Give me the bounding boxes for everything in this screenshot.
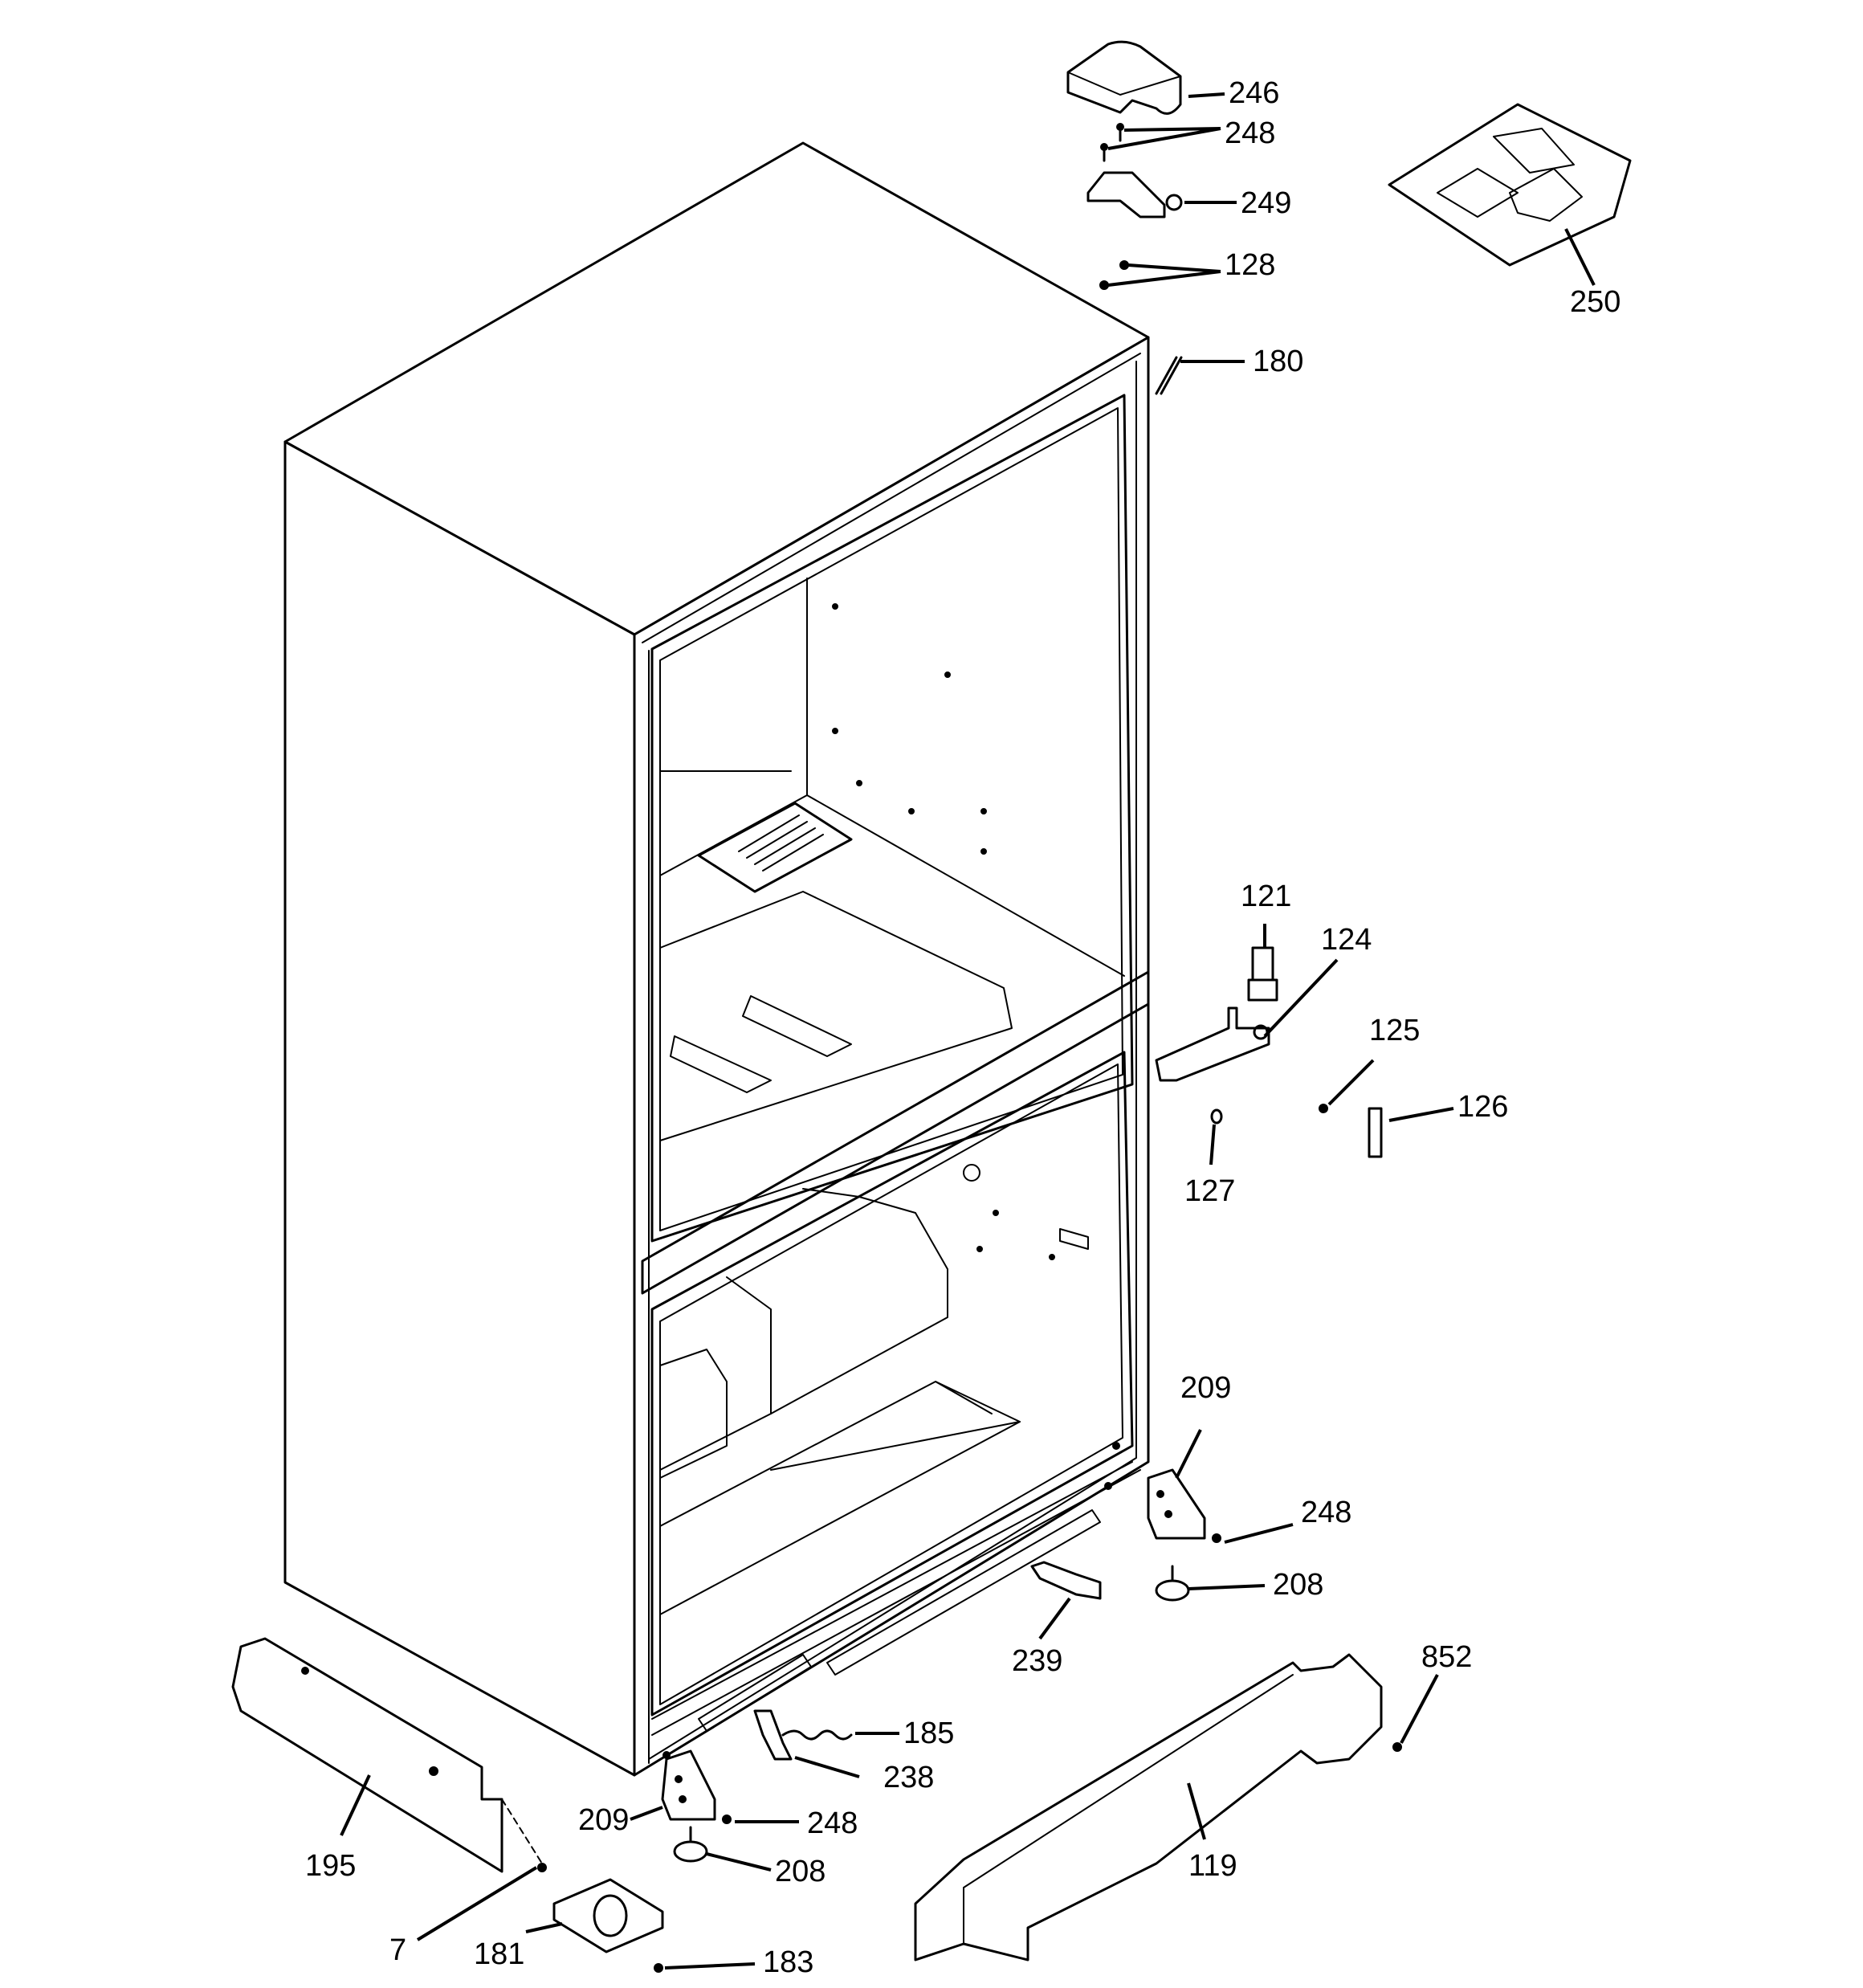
callout-185: 185 — [903, 1717, 954, 1750]
part-screw-248-right — [1212, 1533, 1221, 1543]
callout-239: 239 — [1012, 1644, 1062, 1678]
part-top-hinge-cover — [1066, 40, 1182, 115]
callout-128: 128 — [1225, 248, 1275, 282]
callout-209-right: 209 — [1180, 1371, 1231, 1405]
part-screw-183 — [654, 1963, 663, 1973]
part-hinge-bracket-right — [1147, 1468, 1206, 1540]
part-leveling-leg-left — [673, 1826, 708, 1863]
part-hinge-kit-bag — [1388, 103, 1632, 267]
callout-238: 238 — [883, 1761, 934, 1794]
callout-labels: 246 248 249 128 250 180 121 124 125 126 … — [305, 76, 1620, 1979]
part-screw-125 — [1319, 1104, 1328, 1113]
callout-121: 121 — [1241, 880, 1291, 913]
callout-124: 124 — [1321, 923, 1372, 957]
part-washer-127 — [1210, 1108, 1223, 1125]
part-base-grille — [914, 1653, 1383, 1961]
callout-248-left: 248 — [807, 1806, 858, 1840]
part-roller-181 — [552, 1878, 664, 1953]
callout-208-right: 208 — [1273, 1568, 1323, 1602]
leader-lines — [340, 92, 1596, 1970]
cabinet-front — [633, 336, 1150, 1777]
callout-248-top: 248 — [1225, 116, 1275, 150]
callout-209-left: 209 — [578, 1803, 629, 1837]
callout-248-right: 248 — [1301, 1496, 1351, 1529]
part-leveling-leg-right — [1155, 1565, 1190, 1602]
refrigerator-cabinet — [283, 141, 1150, 1777]
freezer-compartment — [650, 1051, 1134, 1717]
part-top-hinge — [1086, 171, 1183, 218]
callout-852: 852 — [1421, 1640, 1472, 1674]
part-hinge-pin — [1247, 946, 1278, 1002]
part-238 — [753, 1709, 793, 1761]
part-center-hinge — [1155, 1006, 1270, 1082]
fresh-food-vent — [697, 802, 853, 893]
part-screws-128 — [1099, 260, 1129, 290]
callout-208-left: 208 — [775, 1855, 826, 1888]
mullion — [641, 970, 1150, 1295]
callout-250: 250 — [1570, 285, 1620, 319]
part-screw-852 — [1392, 1742, 1402, 1752]
part-hinge-bracket-left — [661, 1749, 716, 1821]
fresh-food-compartment — [650, 394, 1134, 1243]
part-screw-7 — [537, 1863, 547, 1872]
callout-127: 127 — [1184, 1174, 1235, 1208]
part-126 — [1368, 1107, 1383, 1158]
part-239 — [1030, 1561, 1102, 1600]
callout-7: 7 — [389, 1933, 406, 1967]
part-screws-top — [1100, 123, 1124, 162]
callout-195: 195 — [305, 1849, 356, 1883]
callout-183: 183 — [763, 1945, 813, 1979]
cabinet-side — [283, 440, 636, 1777]
callout-180: 180 — [1253, 345, 1303, 378]
callout-181: 181 — [474, 1937, 524, 1971]
callout-246: 246 — [1229, 76, 1279, 110]
part-spring-185 — [781, 1729, 853, 1741]
part-screw-248-left — [722, 1815, 732, 1824]
fresh-food-holes — [832, 603, 987, 855]
part-180 — [1155, 356, 1183, 395]
callout-125: 125 — [1369, 1014, 1420, 1047]
callout-119: 119 — [1188, 1849, 1237, 1883]
callout-126: 126 — [1457, 1090, 1508, 1124]
callout-249: 249 — [1241, 186, 1291, 220]
